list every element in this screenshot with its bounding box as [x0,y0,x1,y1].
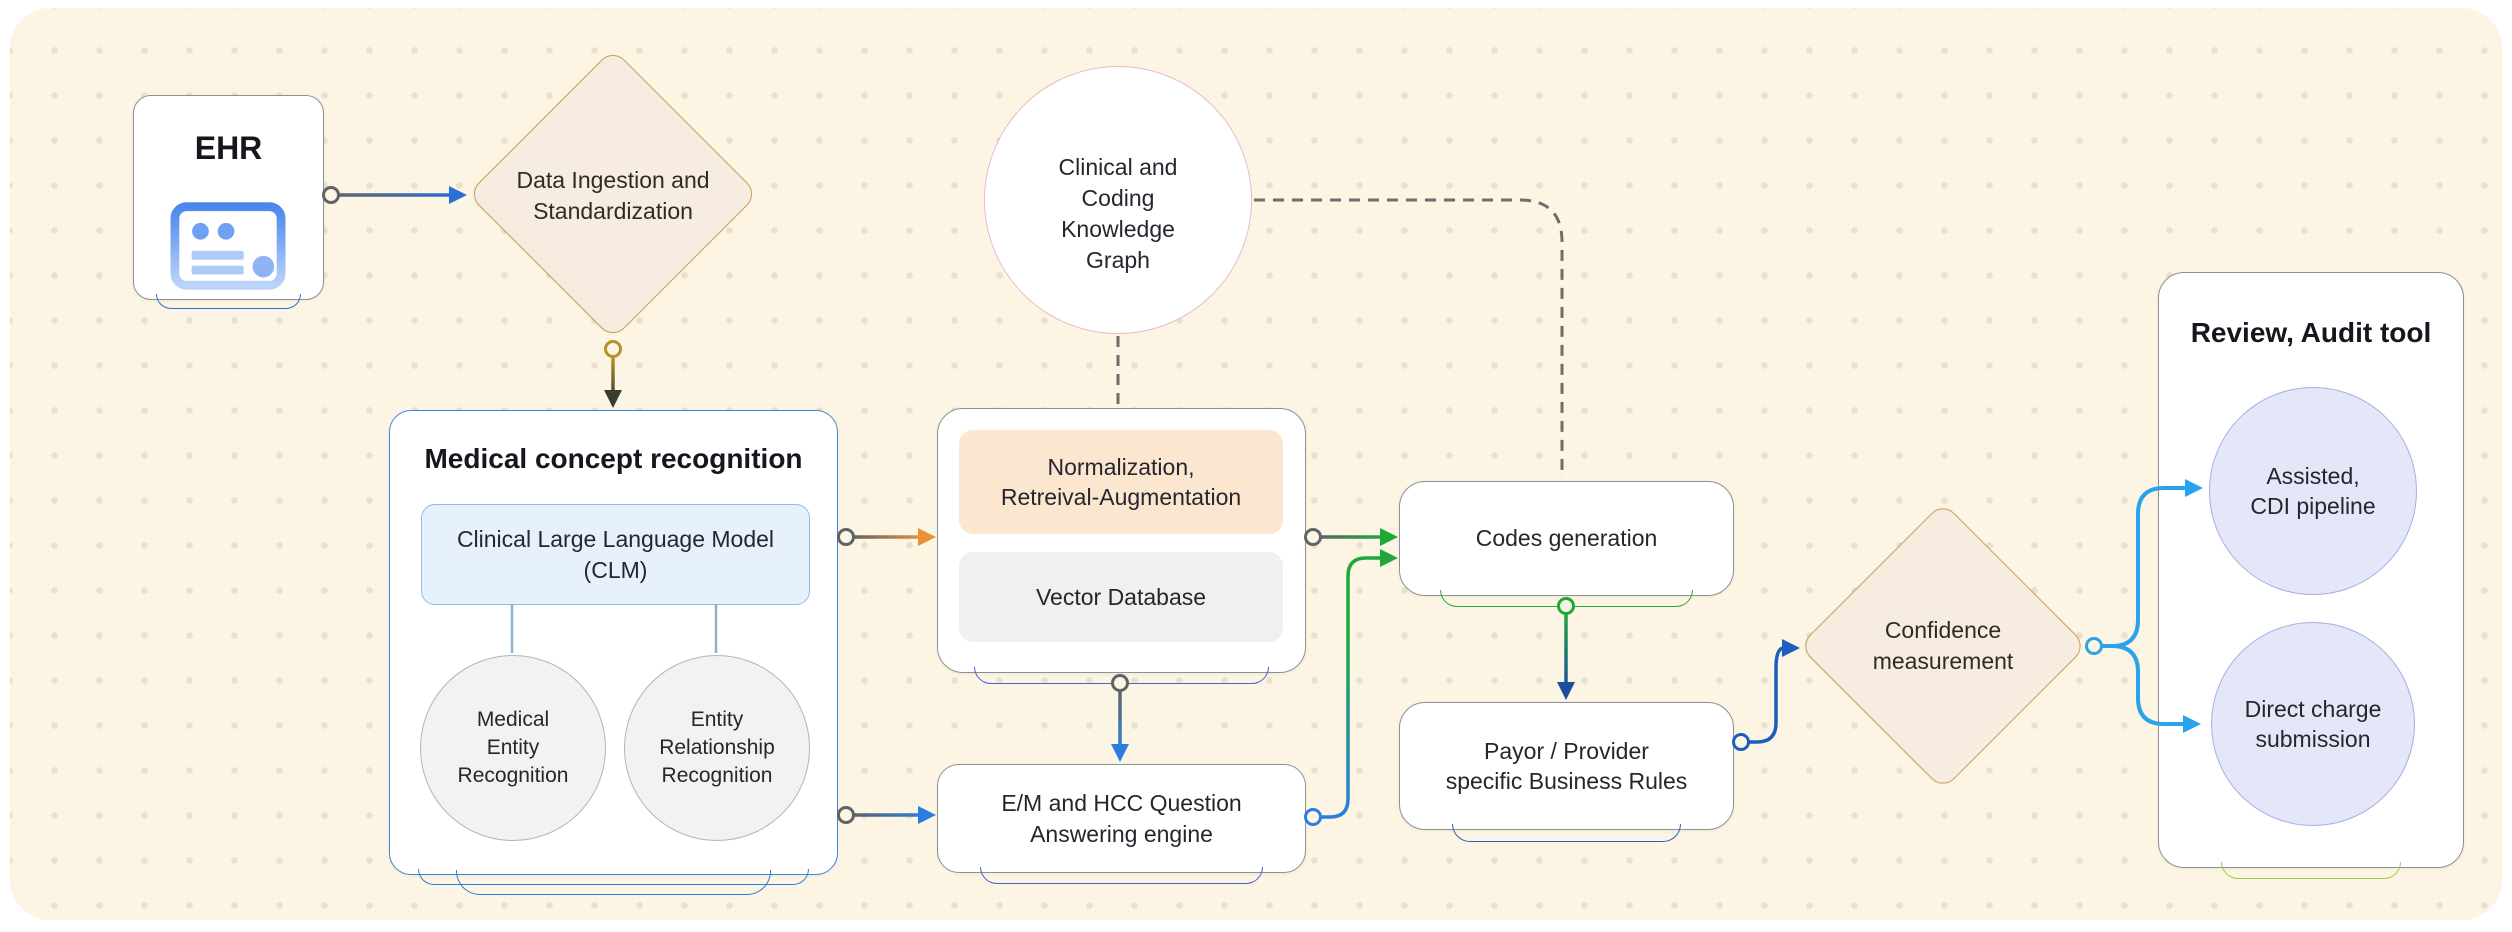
node-review-audit-tool: Review, Audit tool Assisted, CDI pipelin… [2158,272,2464,879]
assisted-cdi-circle: Assisted, CDI pipeline [2209,387,2417,595]
business-rules-stack-curve [1452,824,1681,842]
codes-stack-curve [1440,590,1693,607]
confidence-label: Confidence measurement [1872,617,2014,675]
em-engine-label: E/M and HCC Question Answering engine [1001,790,1242,847]
knowledge-graph-label: Clinical and Coding Knowledge Graph [1058,154,1178,274]
ehr-stack-curve [156,294,301,309]
node-em-engine: E/M and HCC Question Answering engine [937,764,1306,884]
medical-entity-recognition-circle: Medical Entity Recognition [420,655,606,841]
node-codes-generation: Codes generation [1399,481,1734,607]
vector-database-label: Vector Database [1035,583,1207,610]
review-audit-title: Review, Audit tool [2190,317,2432,348]
review-stack-curve [2221,862,2401,879]
node-medical-concept-recognition: Medical concept recognition Clinical Lar… [389,410,838,895]
entity-relationship-recognition-circle: Entity Relationship Recognition [624,655,810,841]
business-rules-label: Payor / Provider specific Business Rules [1445,737,1688,794]
em-stack-curve [980,867,1263,884]
clm-label: Clinical Large Language Model (CLM) [456,526,775,583]
normalization-box: Normalization, Retreival-Augmentation [959,430,1283,534]
vector-database-box: Vector Database [959,552,1283,642]
assisted-cdi-label: Assisted, CDI pipeline [2250,462,2376,519]
normalization-label: Normalization, Retreival-Augmentation [1000,453,1242,510]
entity-relationship-recognition-label: Entity Relationship Recognition [659,708,775,787]
node-business-rules: Payor / Provider specific Business Rules [1399,702,1734,842]
data-ingestion-label: Data Ingestion and Standardization [516,167,710,225]
direct-charge-circle: Direct charge submission [2211,622,2415,826]
clm-box: Clinical Large Language Model (CLM) [421,504,810,605]
medical-stack-curve-2 [456,870,771,895]
codes-generation-label: Codes generation [1475,525,1658,552]
ehr-document-icon [170,202,286,290]
direct-charge-label: Direct charge submission [2244,695,2382,752]
medical-entity-recognition-label: Medical Entity Recognition [457,708,569,787]
medical-concept-title: Medical concept recognition [424,443,803,474]
node-knowledge-graph [984,66,1252,334]
ehr-label: EHR [194,130,263,166]
node-retrieval-group: Normalization, Retreival-Augmentation Ve… [937,408,1306,684]
retrieval-stack-curve [974,667,1269,684]
